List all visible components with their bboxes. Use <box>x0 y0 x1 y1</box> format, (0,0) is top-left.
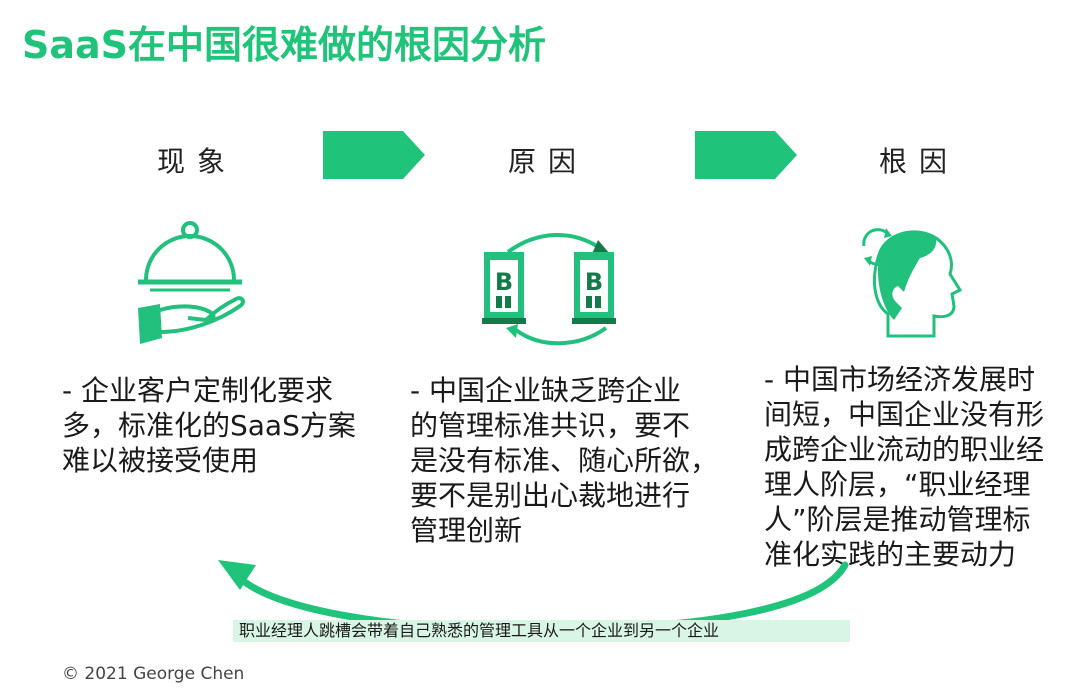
copyright-text: © 2021 George Chen <box>62 664 245 684</box>
description-line: 的管理标准共识，要不 <box>410 409 691 442</box>
page-title: SaaS在中国很难做的根因分析 <box>22 23 547 67</box>
chevron-arrow-icon <box>695 131 797 179</box>
description-line: - 中国企业缺乏跨企业 <box>410 374 682 407</box>
stage-label-cause: 原因 <box>508 145 589 178</box>
description-line: - 企业客户定制化要求 <box>62 374 334 407</box>
description-line: 成跨企业流动的职业经 <box>764 433 1045 466</box>
building-letter: B <box>495 268 513 296</box>
description-line: 人”阶层是推动管理标 <box>764 503 1031 536</box>
head-refresh-icon <box>862 228 963 338</box>
description-line: 准化实践的主要动力 <box>764 538 1017 571</box>
chevron-arrow-icon <box>323 131 425 179</box>
description-line: 理人阶层，“职业经理 <box>764 468 1031 501</box>
description-cause: - 中国企业缺乏跨企业 的管理标准共识，要不 是没有标准、随心所欲， 要不是别出… <box>410 373 718 548</box>
caption-bar: 职业经理人跳槽会带着自己熟悉的管理工具从一个企业到另一个企业 <box>233 620 850 642</box>
description-line: 管理创新 <box>410 514 523 547</box>
description-phenomenon: - 企业客户定制化要求 多，标准化的SaaS方案 难以被接受使用 <box>62 373 356 478</box>
stage-label-root-cause: 根因 <box>879 145 960 178</box>
stage-label-phenomenon: 现象 <box>157 145 238 178</box>
description-line: 要不是别出心裁地进行 <box>410 479 691 512</box>
building-exchange-icon: B B <box>482 232 616 346</box>
description-line: 多，标准化的SaaS方案 <box>62 409 356 442</box>
description-line: - 中国市场经济发展时 <box>764 363 1036 396</box>
description-line: 难以被接受使用 <box>62 444 259 477</box>
description-line: 是没有标准、随心所欲， <box>410 444 719 477</box>
building-letter: B <box>585 268 603 296</box>
description-root-cause: - 中国市场经济发展时 间短，中国企业没有形 成跨企业流动的职业经 理人阶层，“… <box>764 362 1044 572</box>
description-line: 间短，中国企业没有形 <box>764 398 1045 431</box>
serving-cloche-icon <box>138 221 245 344</box>
